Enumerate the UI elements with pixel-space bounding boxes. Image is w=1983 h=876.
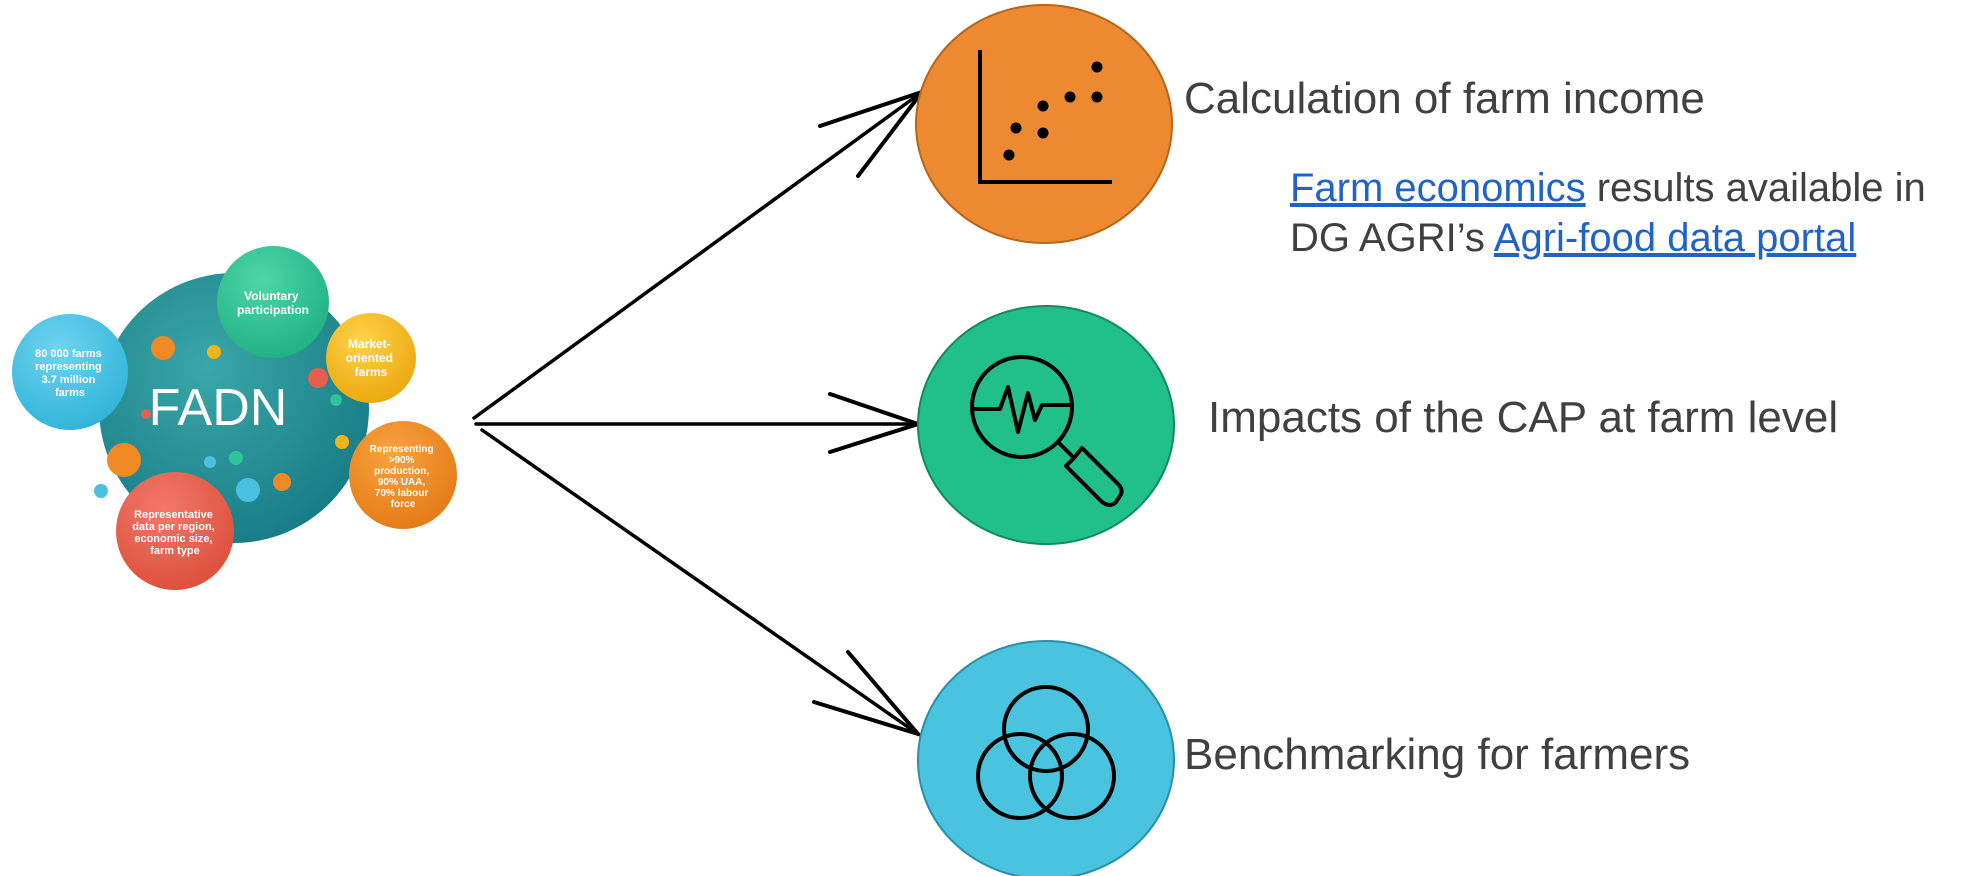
bubble-line: oriented [346,351,393,365]
dot [204,456,216,468]
income-node [915,4,1173,244]
bubble-line: >90% [389,455,415,466]
bubble-line: Voluntary [244,289,299,303]
bubble-voluntary [217,246,329,358]
impacts-label: Impacts of the CAP at farm level [1208,393,1839,442]
benchmark-node [917,640,1175,876]
bubble-line: representing [35,361,102,373]
arrowhead [812,650,924,738]
dot [107,443,141,477]
benchmark-circle [917,640,1175,876]
bubble-farms [12,314,128,430]
bubble-line: Representing [370,444,434,455]
bubble-farms-text: 80 000 farms representing 3.7 million fa… [35,348,105,399]
bubble-line: data per region, [132,521,215,533]
note-text-1: results available in [1585,166,1926,210]
arrow-line [480,428,920,736]
arrow-to-impacts [474,392,925,454]
venn-diagram-icon [976,685,1116,820]
bubble-market-text: Market- oriented farms [346,337,397,379]
arrow-to-income [472,88,928,420]
chart-point [1037,127,1049,139]
note-line-1: Farm economics results available in [1290,163,1926,213]
impacts-node [917,305,1175,545]
arrow-line [472,90,924,420]
venn-circle [1002,685,1090,773]
magnifier-pulse-icon [970,355,1124,507]
bubble-line: 70% labour [375,488,428,499]
bubble-line: farms [55,387,85,399]
note-text-2: DG AGRI’s [1290,216,1494,260]
dot [229,451,243,465]
dot [141,409,151,419]
bubble-market [326,313,416,403]
chart-point [1037,100,1049,112]
bubble-line: 3.7 million [42,374,96,386]
income-label: Calculation of farm income [1184,74,1705,123]
bubble-line: Market- [348,337,391,351]
bubble-representative-text: Representative data per region, economic… [132,509,218,557]
venn-circle [976,732,1064,820]
farm-economics-link[interactable]: Farm economics [1290,166,1586,210]
agri-food-portal-link[interactable]: Agri-food data portal [1493,216,1857,260]
dot [151,336,175,360]
dot [335,435,349,449]
chart-axes [978,50,1112,184]
impacts-circle [917,305,1175,545]
dot [330,394,342,406]
dot [94,484,108,498]
note-line-2: DG AGRI’s Agri-food data portal [1290,213,1926,263]
bubble-line: 90% UAA, [378,477,425,488]
chart-point [1091,91,1103,103]
bubble-representing-text: Representing >90% production, 90% UAA, 7… [370,444,437,510]
data-portal-note: Farm economics results available in DG A… [1290,163,1926,263]
fadn-cluster: FADN 80 000 farms representing 3.7 milli… [12,246,457,590]
bubble-line: force [391,499,416,510]
venn-circle [1028,732,1116,820]
magnifier-handle [1058,442,1124,507]
fadn-title: FADN [149,379,288,437]
pulse-line [970,385,1074,434]
bubble-line: participation [237,303,309,317]
dot [236,478,260,502]
bubble-line: Representative [134,509,213,521]
arrow-to-benchmark [480,428,924,738]
chart-point [1010,122,1022,134]
chart-point [1003,149,1015,161]
bubble-representing [349,421,457,529]
bubble-voluntary-text: Voluntary participation [237,289,309,317]
chart-point [1091,61,1103,73]
bubble-line: 80 000 farms [35,348,102,360]
chart-point [1064,91,1076,103]
dot [308,368,328,388]
arrows [472,88,928,738]
bubble-line: production, [374,466,429,477]
bubble-line: farm type [150,545,200,557]
bubble-line: farms [355,365,388,379]
bubble-representative [116,472,234,590]
bubble-line: economic size, [134,533,212,545]
scatter-chart-icon [978,50,1112,184]
benchmark-label: Benchmarking for farmers [1184,730,1691,779]
dot [207,345,221,359]
dot [273,473,291,491]
income-circle [915,4,1173,244]
